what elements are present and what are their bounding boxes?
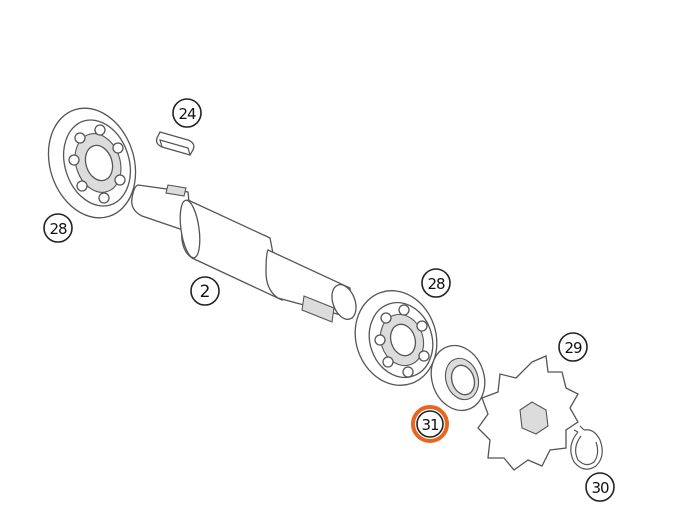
woodruff-key bbox=[155, 131, 195, 156]
callout-label: 2 bbox=[200, 282, 211, 302]
callout-label: 28 bbox=[49, 220, 67, 238]
callout-label: 29 bbox=[564, 339, 582, 357]
sprocket bbox=[477, 355, 579, 471]
right-ball-bearing bbox=[354, 290, 438, 386]
callout-31-highlighted: 31 bbox=[411, 405, 449, 443]
spacer-ring bbox=[430, 344, 486, 412]
callout-29: 29 bbox=[558, 332, 588, 362]
main-shaft bbox=[131, 184, 357, 323]
callout-2: 2 bbox=[190, 276, 220, 306]
callout-label: 31 bbox=[421, 416, 439, 434]
callout-label: 30 bbox=[591, 479, 609, 497]
highlight-ring bbox=[411, 405, 449, 443]
callout-24: 24 bbox=[172, 98, 202, 128]
callout-28-left: 28 bbox=[43, 213, 73, 243]
left-ball-bearing bbox=[47, 107, 137, 219]
callout-30: 30 bbox=[585, 472, 615, 502]
circlip bbox=[570, 425, 603, 470]
callout-label: 24 bbox=[178, 105, 196, 123]
callout-label: 28 bbox=[427, 275, 445, 293]
callout-28-right: 28 bbox=[421, 268, 451, 298]
